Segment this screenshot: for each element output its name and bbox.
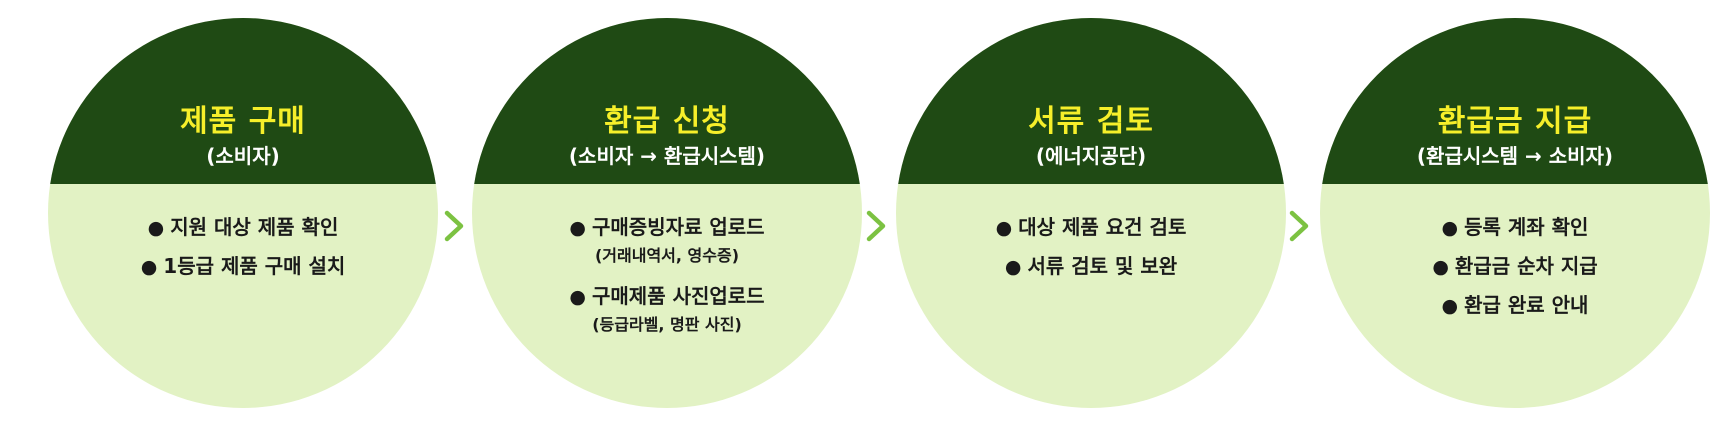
chevron-right-icon xyxy=(863,206,889,246)
step-header xyxy=(472,18,862,184)
step-actor: (에너지공단) xyxy=(1035,144,1147,168)
task-item: ●지원 대상 제품 확인 xyxy=(48,208,438,247)
task-list: ●대상 제품 요건 검토 ●서류 검토 및 보완 xyxy=(896,208,1286,286)
step-actor: (소비자 → 환급시스템) xyxy=(568,144,766,168)
chevron-right-icon xyxy=(441,206,467,246)
task-text: 지원 대상 제품 확인 xyxy=(170,215,339,239)
task-item: ●환급금 순차 지급 xyxy=(1320,247,1710,286)
task-text: 구매증빙자료 업로드 xyxy=(592,215,765,239)
task-item: ●환급 완료 안내 xyxy=(1320,286,1710,325)
step-product-purchase: 제품 구매 (소비자) ●지원 대상 제품 확인 ●1등급 제품 구매 설치 xyxy=(48,18,438,408)
step-actor: (소비자) xyxy=(206,144,280,168)
task-list: ●지원 대상 제품 확인 ●1등급 제품 구매 설치 xyxy=(48,208,438,286)
bullet-icon: ● xyxy=(1441,295,1459,317)
step-actor: (환급시스템 → 소비자) xyxy=(1416,144,1614,168)
step-refund-payment: 환급금 지급 (환급시스템 → 소비자) ●등록 계좌 확인 ●환급금 순차 지… xyxy=(1320,18,1710,408)
bullet-icon: ● xyxy=(147,217,165,239)
task-text: 서류 검토 및 보완 xyxy=(1027,254,1178,278)
task-list: ●등록 계좌 확인 ●환급금 순차 지급 ●환급 완료 안내 xyxy=(1320,208,1710,325)
bullet-icon: ● xyxy=(1432,256,1449,278)
step-title: 제품 구매 xyxy=(180,104,306,139)
task-text: 등록 계좌 확인 xyxy=(1464,215,1589,239)
task-item: ●1등급 제품 구매 설치 xyxy=(48,247,438,286)
task-item: ● 구매증빙자료 업로드 xyxy=(472,208,862,247)
bullet-icon: ● xyxy=(1004,256,1022,278)
task-item: ●서류 검토 및 보완 xyxy=(896,247,1286,286)
step-header xyxy=(896,18,1286,184)
chevron-right-icon xyxy=(1286,206,1312,246)
task-text: 대상 제품 요건 검토 xyxy=(1018,215,1187,239)
step-title: 서류 검토 xyxy=(1028,104,1154,139)
bullet-icon: ● xyxy=(1441,217,1459,239)
step-refund-application: 환급 신청 (소비자 → 환급시스템) ● 구매증빙자료 업로드 (거래내역서, … xyxy=(472,18,862,408)
bullet-icon: ● xyxy=(995,217,1013,239)
step-header xyxy=(48,18,438,184)
bullet-icon: ● xyxy=(569,217,586,239)
step-document-review: 서류 검토 (에너지공단) ●대상 제품 요건 검토 ●서류 검토 및 보완 xyxy=(896,18,1286,408)
task-item: ●등록 계좌 확인 xyxy=(1320,208,1710,247)
bullet-icon: ● xyxy=(569,286,586,308)
task-text: 환급 완료 안내 xyxy=(1464,293,1589,317)
task-note: (등급라벨, 명판 사진) xyxy=(592,315,742,334)
bullet-icon: ● xyxy=(140,256,158,278)
step-title: 환급금 지급 xyxy=(1437,104,1593,139)
task-item: ● 구매제품 사진업로드 xyxy=(472,277,862,316)
task-list: ● 구매증빙자료 업로드 (거래내역서, 영수증) ● 구매제품 사진업로드 (등급… xyxy=(472,208,862,346)
task-text: 구매제품 사진업로드 xyxy=(592,284,765,308)
task-note: (거래내역서, 영수증) xyxy=(594,246,740,265)
step-title: 환급 신청 xyxy=(604,104,730,139)
task-text: 1등급 제품 구매 설치 xyxy=(163,254,346,278)
step-header xyxy=(1320,18,1710,184)
task-text: 환급금 순차 지급 xyxy=(1454,254,1598,278)
task-item: ●대상 제품 요건 검토 xyxy=(896,208,1286,247)
